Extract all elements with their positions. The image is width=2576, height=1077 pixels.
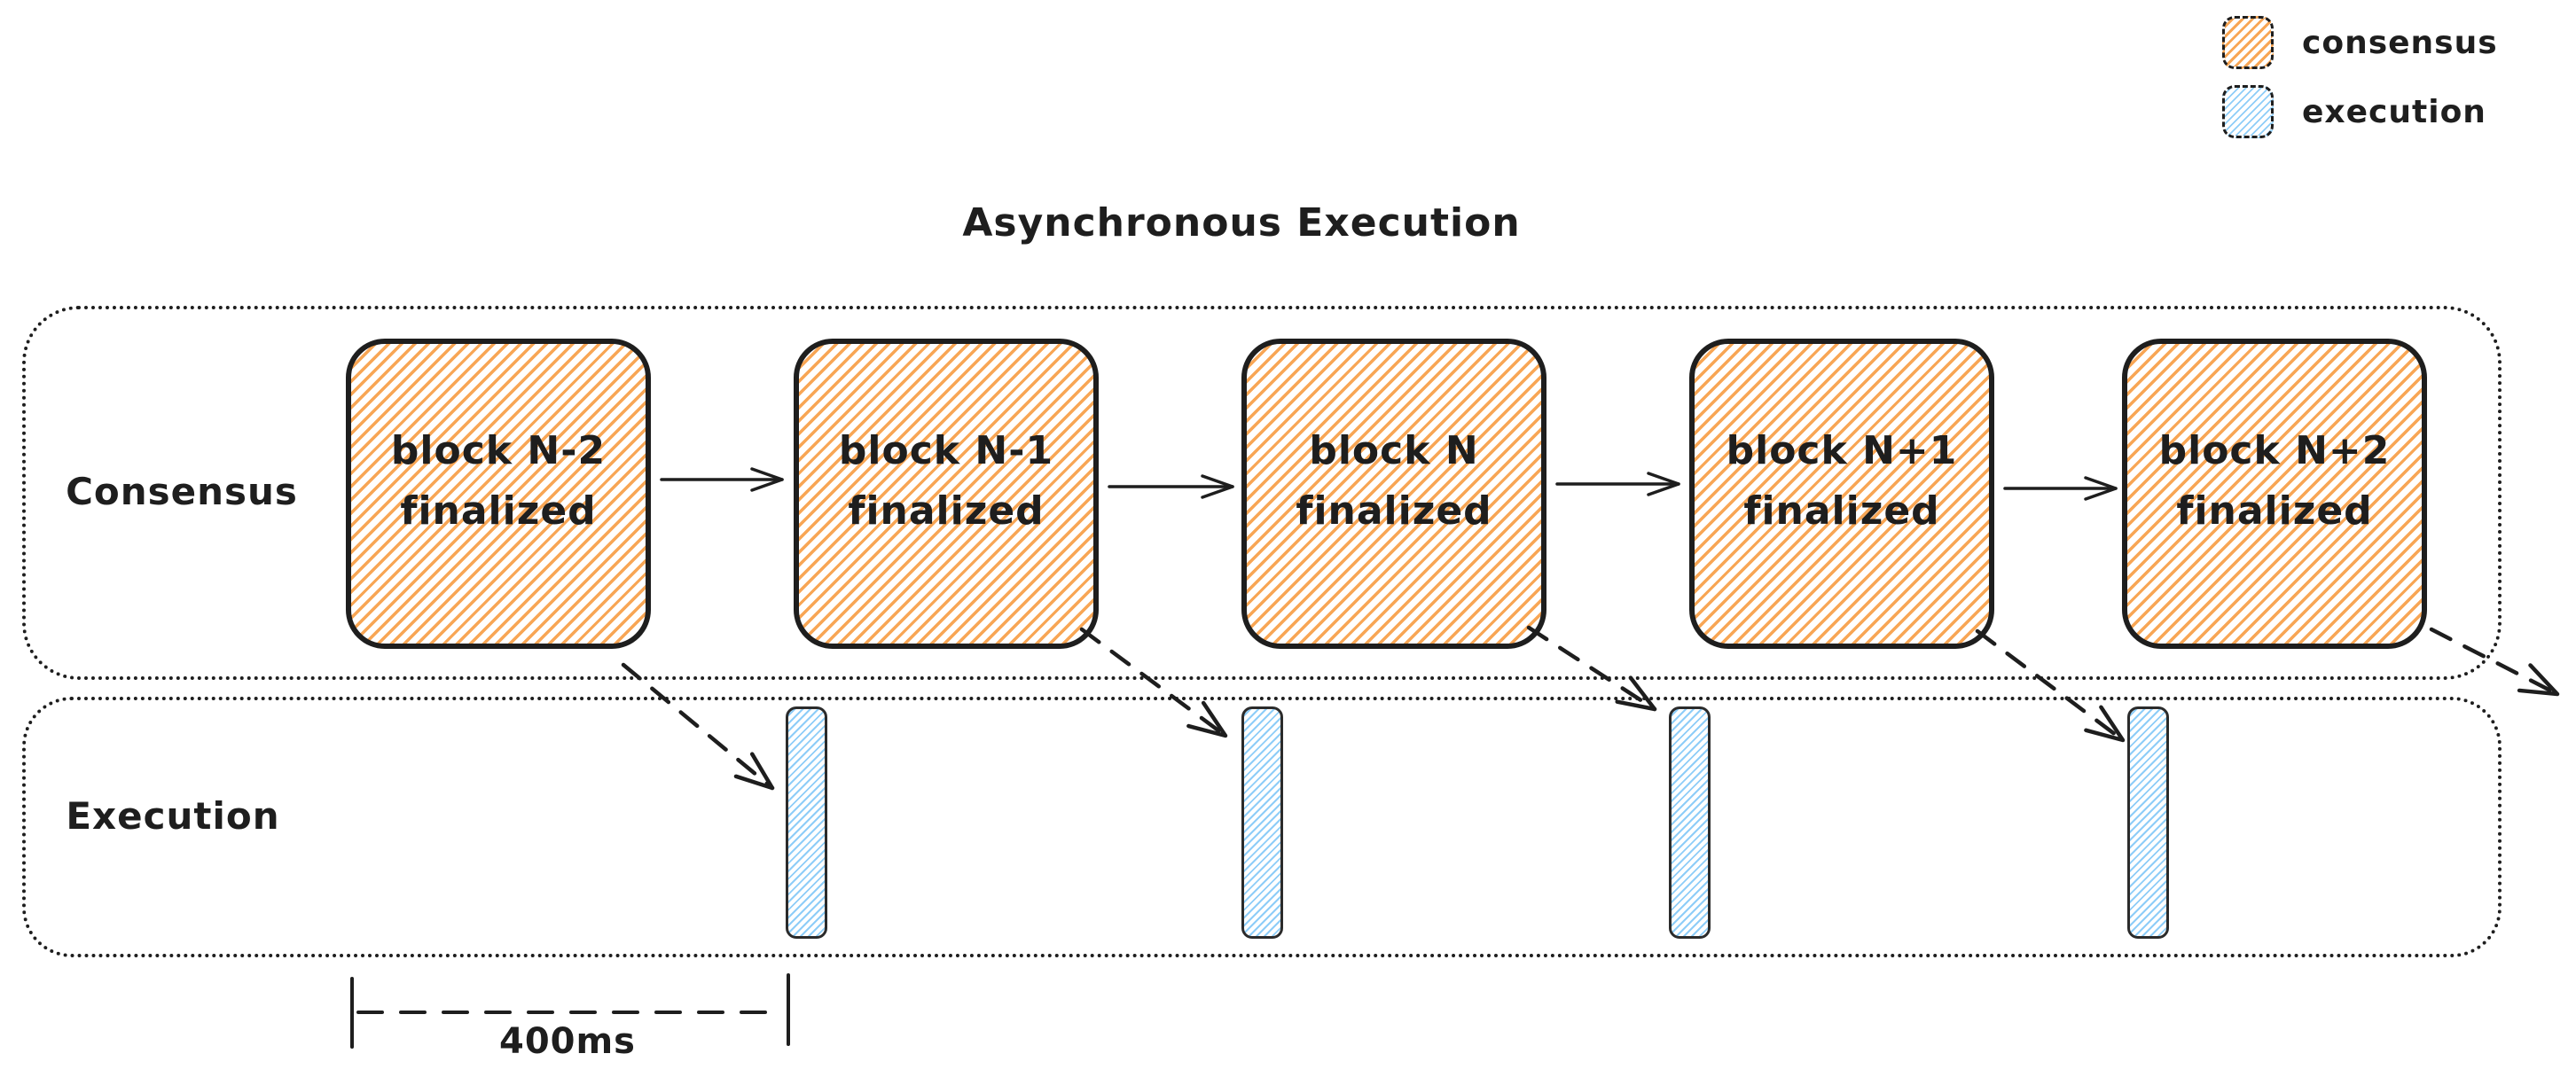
block-label-line2: finalized xyxy=(848,488,1045,534)
block-label-line1: block N-1 xyxy=(838,428,1054,473)
legend-execution-swatch-icon xyxy=(2222,85,2274,138)
consensus-block-n-plus-1: block N+1 finalized xyxy=(1689,339,1994,649)
consensus-block-n-plus-2: block N+2 finalized xyxy=(2122,339,2427,649)
block-label-line1: block N xyxy=(1309,428,1479,473)
execution-lane xyxy=(22,697,2502,957)
legend-execution-label: execution xyxy=(2302,94,2486,130)
block-label-line2: finalized xyxy=(2176,488,2373,534)
block-label-line2: finalized xyxy=(400,488,597,534)
measurement-label: 400ms xyxy=(499,1021,636,1062)
execution-lane-label: Execution xyxy=(66,794,280,838)
consensus-block-n: block N finalized xyxy=(1241,339,1546,649)
consensus-lane-label: Consensus xyxy=(66,470,298,513)
execution-bar-1 xyxy=(786,706,827,939)
legend-consensus-label: consensus xyxy=(2302,25,2498,61)
execution-bar-4 xyxy=(2127,706,2169,939)
block-label-line1: block N-2 xyxy=(390,428,607,473)
consensus-lane xyxy=(22,306,2502,680)
consensus-block-n-minus-1: block N-1 finalized xyxy=(794,339,1099,649)
execution-bar-3 xyxy=(1669,706,1711,939)
block-label-line1: block N+1 xyxy=(1726,428,1958,473)
execution-bar-2 xyxy=(1241,706,1283,939)
legend-consensus-swatch-icon xyxy=(2222,16,2274,69)
block-label-line2: finalized xyxy=(1296,488,1492,534)
consensus-block-n-minus-2: block N-2 finalized xyxy=(346,339,651,649)
block-label-line1: block N+2 xyxy=(2158,428,2391,473)
diagram-title: Asynchronous Execution xyxy=(962,200,1521,246)
block-label-line2: finalized xyxy=(1743,488,1940,534)
